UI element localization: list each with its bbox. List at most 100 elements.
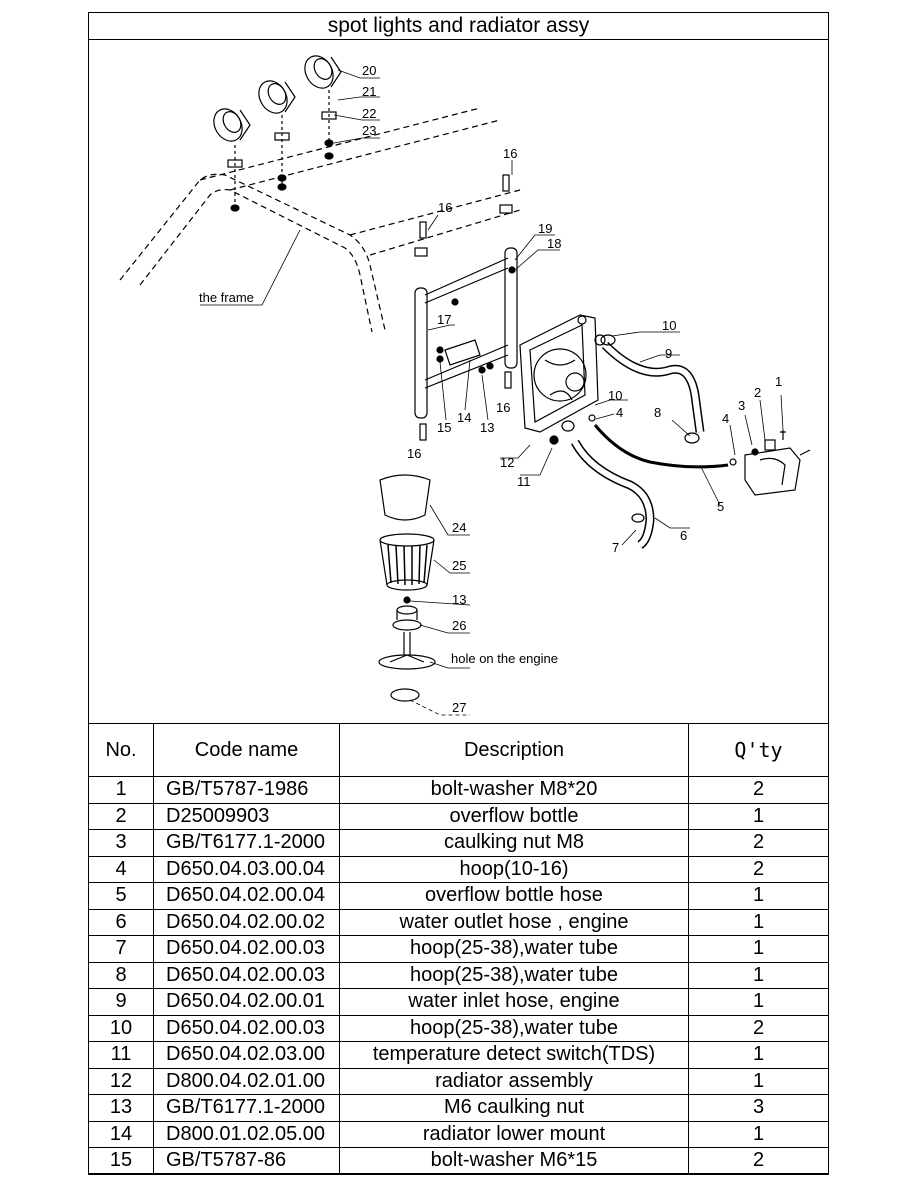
- engine-hole-label: hole on the engine: [451, 651, 558, 666]
- cell-no: 1: [88, 776, 154, 804]
- cell-no: 15: [88, 1147, 154, 1175]
- cell-qty: 1: [688, 988, 829, 1016]
- cell-desc: hoop(25-38),water tube: [339, 961, 689, 989]
- cell-code: GB/T5787-86: [153, 1147, 340, 1175]
- cell-qty: 2: [688, 776, 829, 804]
- callout: 16: [438, 200, 452, 215]
- callout: 26: [452, 618, 466, 633]
- callout: 16: [503, 146, 517, 161]
- water-inlet-hose: [601, 341, 705, 433]
- header-description: Description: [339, 723, 689, 777]
- cell-desc: overflow bottle hose: [339, 882, 689, 910]
- cell-no: 2: [88, 802, 154, 830]
- callout: 14: [457, 410, 471, 425]
- spot-light-right: [304, 55, 342, 160]
- cell-qty: 2: [688, 1147, 829, 1175]
- radiator-mount-frame: [414, 247, 518, 419]
- callout: 2: [754, 385, 761, 400]
- cell-code: D25009903: [153, 802, 340, 830]
- cell-no: 6: [88, 908, 154, 936]
- radiator-assembly: [519, 314, 606, 433]
- frame-bracket: [499, 204, 513, 214]
- cell-qty: 1: [688, 1067, 829, 1095]
- overflow-bottle-hose: [593, 424, 729, 469]
- callout: 20: [362, 63, 376, 78]
- cell-qty: 1: [688, 935, 829, 963]
- header-qty: Q'ty: [688, 723, 829, 777]
- cell-desc: bolt-washer M8*20: [339, 776, 689, 804]
- filter-adapter: [392, 605, 422, 655]
- callout: 4: [722, 411, 729, 426]
- callout: 4: [616, 405, 623, 420]
- cell-qty: 1: [688, 1041, 829, 1069]
- cell-desc: radiator assembly: [339, 1067, 689, 1095]
- cell-no: 5: [88, 882, 154, 910]
- filter-cover: [379, 474, 431, 521]
- callout: 21: [362, 84, 376, 99]
- callout: 1: [775, 374, 782, 389]
- callout: 25: [452, 558, 466, 573]
- cell-desc: hoop(10-16): [339, 855, 689, 883]
- cell-desc: radiator lower mount: [339, 1120, 689, 1148]
- spot-light-middle: [258, 80, 296, 191]
- cell-code: D650.04.02.00.03: [153, 1014, 340, 1042]
- cell-desc: caulking nut M8: [339, 829, 689, 857]
- bolt: [504, 371, 512, 389]
- spot-light-left: [213, 108, 251, 212]
- callout: 9: [665, 346, 672, 361]
- cell-code: D650.04.02.00.01: [153, 988, 340, 1016]
- cell-no: 13: [88, 1094, 154, 1122]
- cell-qty: 1: [688, 882, 829, 910]
- cell-qty: 2: [688, 829, 829, 857]
- cell-no: 3: [88, 829, 154, 857]
- callout: 15: [437, 420, 451, 435]
- callout: 11: [517, 474, 531, 489]
- cell-desc: M6 caulking nut: [339, 1094, 689, 1122]
- header-no: No.: [88, 723, 154, 777]
- small-hoop: [729, 458, 737, 466]
- cell-desc: water inlet hose, engine: [339, 988, 689, 1016]
- table-header-row: No. Code name Description Q'ty: [88, 723, 829, 777]
- cell-qty: 2: [688, 1014, 829, 1042]
- cell-no: 14: [88, 1120, 154, 1148]
- cell-qty: 1: [688, 908, 829, 936]
- callout: 13: [480, 420, 494, 435]
- engine-hole-flange: [378, 654, 436, 670]
- callout-numbers: 20 21 22 23 16 16 19 18 17 10 9 15 14 13…: [362, 63, 782, 715]
- exploded-parts-diagram: 20 21 22 23 16 16 19 18 17 10 9 15 14 13…: [119, 55, 811, 716]
- cell-desc: overflow bottle: [339, 802, 689, 830]
- frame-label: the frame: [199, 290, 254, 305]
- callout: 8: [654, 405, 661, 420]
- page-title: spot lights and radiator assy: [88, 12, 829, 40]
- water-outlet-hose: [571, 439, 655, 549]
- bolt: [419, 423, 427, 441]
- cell-code: D650.04.02.03.00: [153, 1041, 340, 1069]
- cell-qty: 1: [688, 1120, 829, 1148]
- callout: 23: [362, 123, 376, 138]
- temperature-switch: [549, 435, 559, 445]
- cell-code: D800.01.02.05.00: [153, 1120, 340, 1148]
- hose-hoop: [600, 334, 616, 346]
- hose-hoop: [561, 420, 575, 432]
- callout: 27: [452, 700, 466, 715]
- cell-desc: bolt-washer M6*15: [339, 1147, 689, 1175]
- clamp: [390, 688, 420, 702]
- cell-desc: hoop(25-38),water tube: [339, 935, 689, 963]
- hose-hoop: [684, 432, 700, 444]
- cell-qty: 3: [688, 1094, 829, 1122]
- callout: 16: [496, 400, 510, 415]
- bolt: [419, 221, 427, 239]
- cell-qty: 1: [688, 802, 829, 830]
- callout: 24: [452, 520, 466, 535]
- callout: 19: [538, 221, 552, 236]
- frame-bracket: [414, 247, 428, 257]
- cell-code: D650.04.02.00.03: [153, 935, 340, 963]
- cell-code: D650.04.02.00.02: [153, 908, 340, 936]
